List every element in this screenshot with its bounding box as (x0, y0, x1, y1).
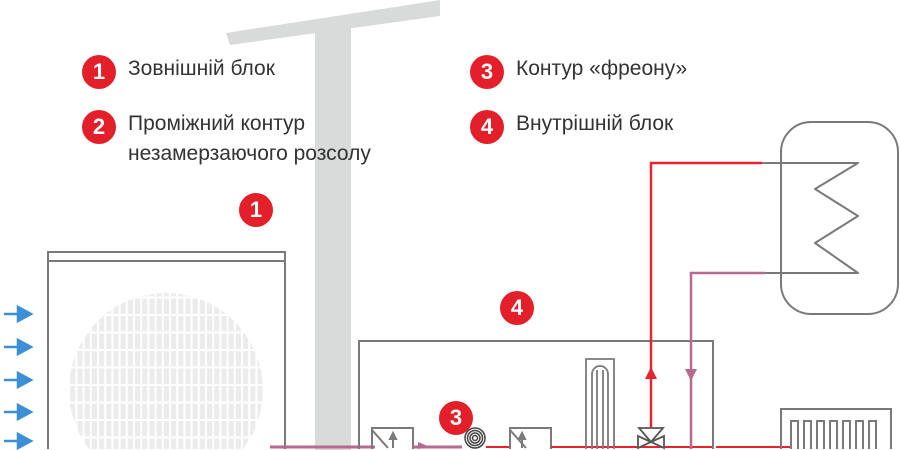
radiator-fin (842, 420, 851, 449)
number-badge: 3 (470, 55, 504, 89)
number-badge: 2 (82, 110, 116, 144)
three-way-valve-icon (637, 427, 665, 450)
radiator-fin (868, 420, 877, 449)
heat-exchanger-1 (371, 427, 414, 449)
pole (315, 25, 351, 450)
outdoor-unit (47, 251, 286, 449)
radiator-fin (803, 420, 812, 449)
number-badge: 4 (470, 110, 504, 144)
legend-label: Контур «фреону» (516, 57, 688, 80)
hot-water-tank (780, 121, 899, 315)
tank-coil (762, 162, 859, 274)
electric-heater-icon (585, 358, 615, 449)
number-badge: 1 (82, 55, 116, 89)
refrigerant-marker: 3 (439, 401, 473, 435)
legend-label: Зовнішній блок (128, 57, 275, 80)
air-arrow-icon (4, 402, 34, 422)
hot-water-supply-line (649, 161, 762, 428)
up-arrow-icon (645, 367, 657, 379)
radiator-fin (829, 420, 838, 449)
legend-item-1: 1 Зовнішній блок (82, 55, 275, 89)
legend-item-3: 3 Контур «фреону» (470, 55, 687, 89)
down-arrow-icon (685, 369, 697, 381)
indoor-unit (358, 340, 714, 449)
radiator-icon (780, 408, 892, 449)
air-arrow-icon (4, 370, 34, 390)
legend-item-4: 4 Внутрішній блок (470, 110, 673, 144)
legend-label: Внутрішній блок (516, 112, 674, 135)
pole-crossbar (226, 0, 440, 45)
legend-label-line2: незамерзаючого розсолу (128, 142, 371, 165)
legend-label: Проміжний контур (128, 112, 305, 135)
air-arrow-icon (4, 304, 34, 324)
radiator-fin (855, 420, 864, 449)
compressor-icon (464, 427, 486, 449)
indoor-unit-marker: 4 (500, 291, 534, 325)
air-arrow-icon (4, 431, 34, 450)
heat-exchanger-2 (509, 427, 552, 449)
legend-item-2: 2 Проміжний контур незамерзаючого розсол… (82, 110, 371, 169)
air-arrow-icon (4, 337, 34, 357)
outdoor-unit-marker: 1 (239, 193, 273, 227)
air-flow-arrows (4, 304, 34, 450)
return-line (689, 271, 765, 449)
radiator-fin (790, 420, 799, 449)
radiator-fin (816, 420, 825, 449)
